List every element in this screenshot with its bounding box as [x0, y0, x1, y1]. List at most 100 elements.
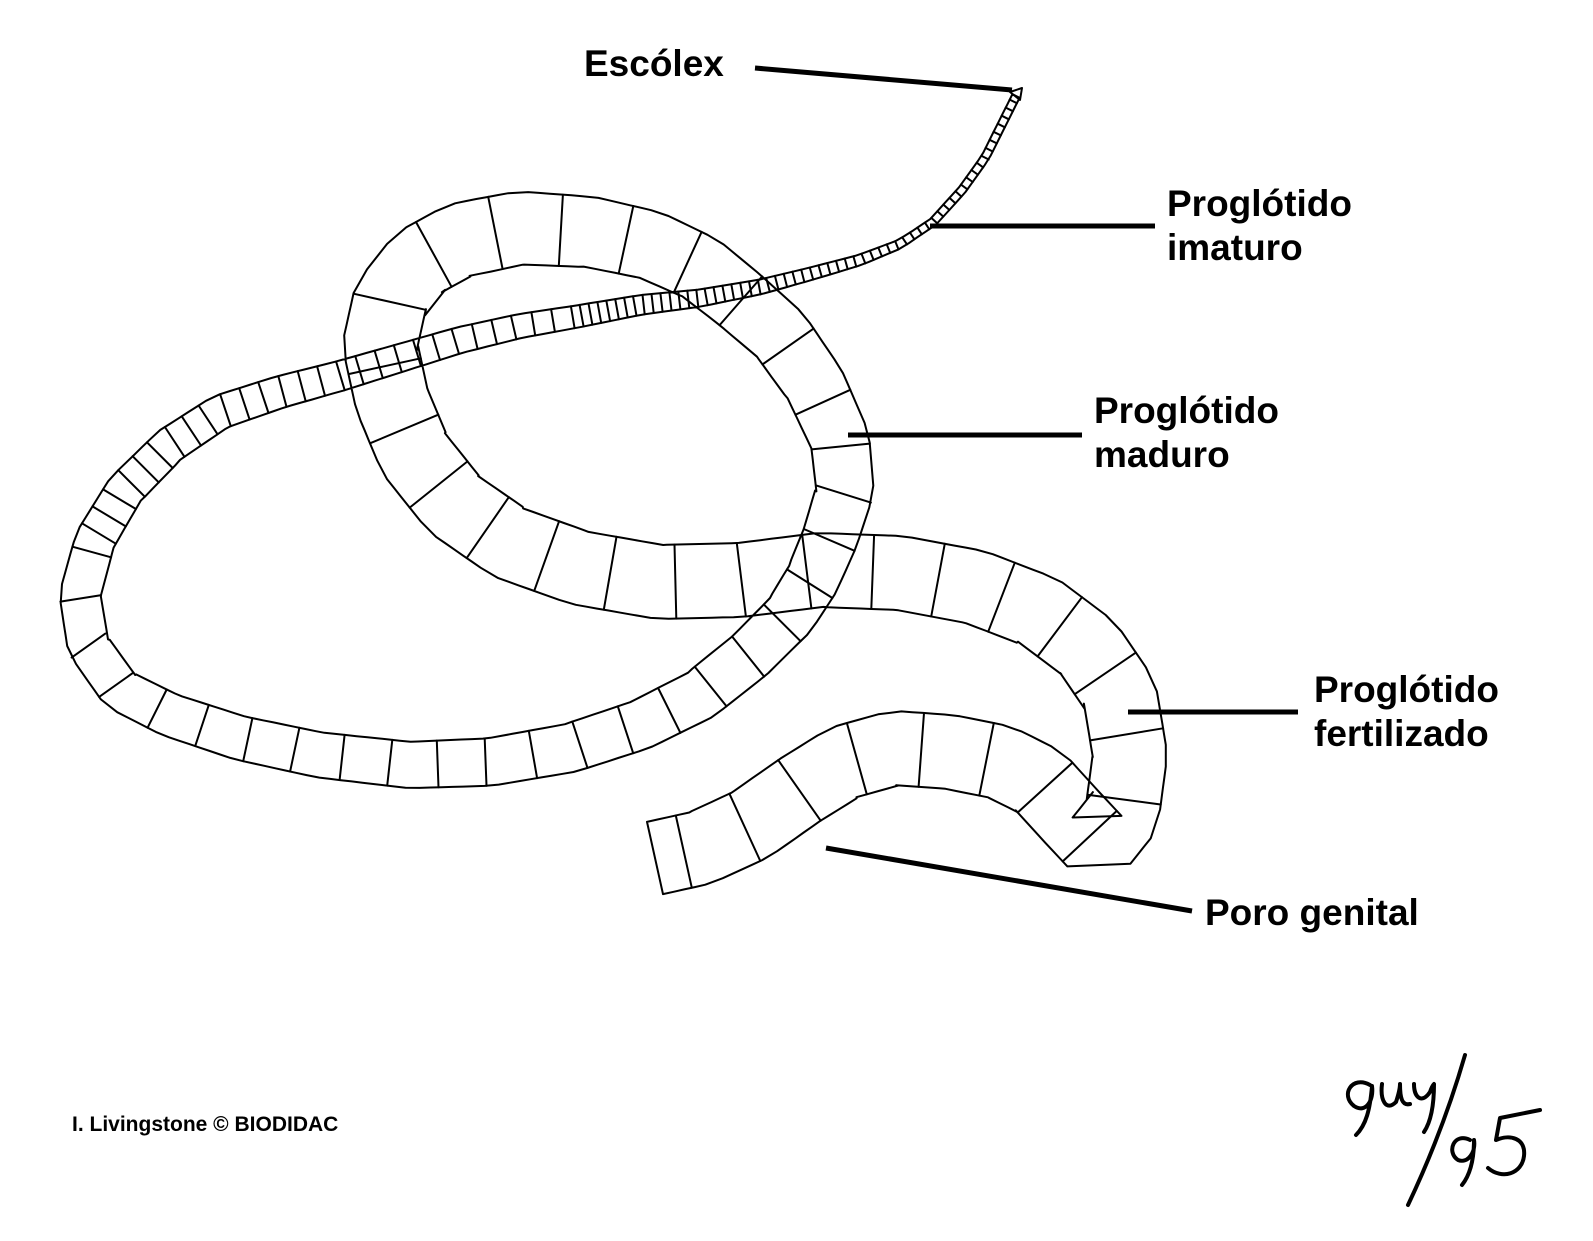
proglottid-division	[408, 460, 469, 509]
proglottid-division	[354, 355, 365, 386]
proglottid-division	[901, 236, 908, 246]
proglottid-division	[242, 717, 254, 763]
scolex-tip	[1009, 87, 1023, 101]
proglottid-division	[987, 561, 1016, 633]
proglottid-division	[948, 196, 957, 205]
proglottid-division	[877, 246, 883, 258]
handwritten-signature	[1346, 1053, 1542, 1207]
proglottid-division	[617, 205, 635, 275]
proglottid-division	[146, 441, 174, 469]
proglottid-division	[1008, 98, 1018, 105]
label-proglotido-maduro: Proglótido maduro	[1094, 390, 1279, 475]
proglottid-division	[296, 370, 307, 403]
proglottid-division	[988, 138, 998, 145]
proglottid-division	[550, 308, 556, 333]
proglottid-division	[490, 318, 498, 346]
proglottid-division	[731, 635, 766, 678]
proglottid-division	[412, 338, 422, 367]
proglottid-division	[180, 415, 202, 447]
proglottid-division	[465, 496, 510, 560]
proglottid-division	[975, 161, 985, 169]
proglottid-division	[605, 299, 612, 323]
proglottid-division	[102, 488, 137, 510]
proglottid-division	[373, 349, 384, 380]
proglottid-division	[894, 240, 900, 251]
proglottid-division	[686, 289, 691, 310]
proglottid-division	[392, 344, 403, 374]
proglottid-division	[791, 270, 797, 286]
proglottid-division	[996, 122, 1006, 129]
proglottid-division	[163, 426, 186, 458]
proglottid-division	[131, 455, 160, 484]
proglottid-division	[672, 230, 703, 294]
proglottid-division	[810, 442, 871, 451]
proglottid-division	[870, 534, 876, 610]
proglottid-division	[808, 266, 815, 281]
proglottid-division	[965, 176, 974, 183]
tapeworm-body-outline	[59, 93, 1167, 896]
proglottid-division	[860, 252, 867, 265]
proglottid-division	[739, 281, 744, 299]
proglottid-division	[703, 287, 709, 307]
proglottid-division	[71, 545, 113, 559]
proglottid-division	[616, 705, 635, 755]
proglottid-division	[527, 729, 539, 780]
proglottid-division	[369, 413, 440, 445]
proglottid-division	[712, 286, 718, 305]
proglottid-division	[786, 568, 834, 599]
proglottid-division	[1016, 761, 1074, 814]
proglottid-division	[194, 703, 210, 748]
proglottid-division	[992, 130, 1002, 137]
proglottid-division	[587, 302, 594, 326]
proglottid-division	[773, 274, 780, 291]
proglottid-division	[868, 249, 875, 261]
proglottid-division	[117, 469, 146, 498]
proglottid-division	[673, 543, 678, 620]
proglottid-division	[146, 688, 168, 729]
proglottid-division	[415, 221, 453, 288]
proglottid-division	[602, 535, 618, 611]
proglottid-division	[801, 533, 813, 610]
proglottid-division	[530, 311, 537, 337]
proglottid-division	[800, 268, 806, 284]
proglottid-division	[450, 327, 460, 355]
proglottid-division	[835, 259, 841, 273]
proglottid-division	[659, 292, 664, 313]
proglottid-division	[1000, 114, 1010, 121]
proglottid-division	[1089, 727, 1165, 742]
proglottid-division	[335, 360, 346, 392]
label-proglotido-imaturo: Proglótido imaturo	[1167, 183, 1352, 268]
proglottid-division	[59, 594, 102, 603]
proglottid-division	[650, 293, 655, 314]
proglottid-division	[930, 542, 946, 618]
proglottid-division	[533, 520, 561, 592]
proglottid-division	[978, 722, 995, 797]
proglottid-division	[695, 288, 700, 308]
proglottid-division	[1036, 596, 1083, 658]
proglottid-division	[571, 720, 589, 769]
label-poro-genital: Poro genital	[1205, 892, 1419, 933]
proglottid-division	[386, 738, 394, 787]
proglottid-division	[483, 737, 488, 787]
proglottid-division	[730, 283, 736, 301]
proglottid-division	[693, 665, 728, 708]
proglottid-division	[557, 193, 564, 267]
proglottid-division	[980, 154, 990, 161]
proglottid-division	[81, 522, 117, 545]
proglottid-division	[470, 323, 479, 350]
leader-escolex	[754, 65, 1013, 93]
proglottid-division	[984, 146, 994, 153]
proglottid-division	[674, 814, 693, 889]
proglottid-division	[1073, 651, 1137, 696]
proglottid-division	[431, 333, 441, 361]
proglottid-division	[718, 275, 764, 327]
proglottid-division	[817, 264, 823, 278]
proglottid-division	[721, 284, 727, 303]
proglottid-division	[352, 292, 427, 311]
proglottid-division	[930, 216, 939, 225]
proglottid-division	[641, 293, 646, 316]
proglottid-division	[917, 712, 925, 788]
proglottid-division	[923, 221, 931, 231]
